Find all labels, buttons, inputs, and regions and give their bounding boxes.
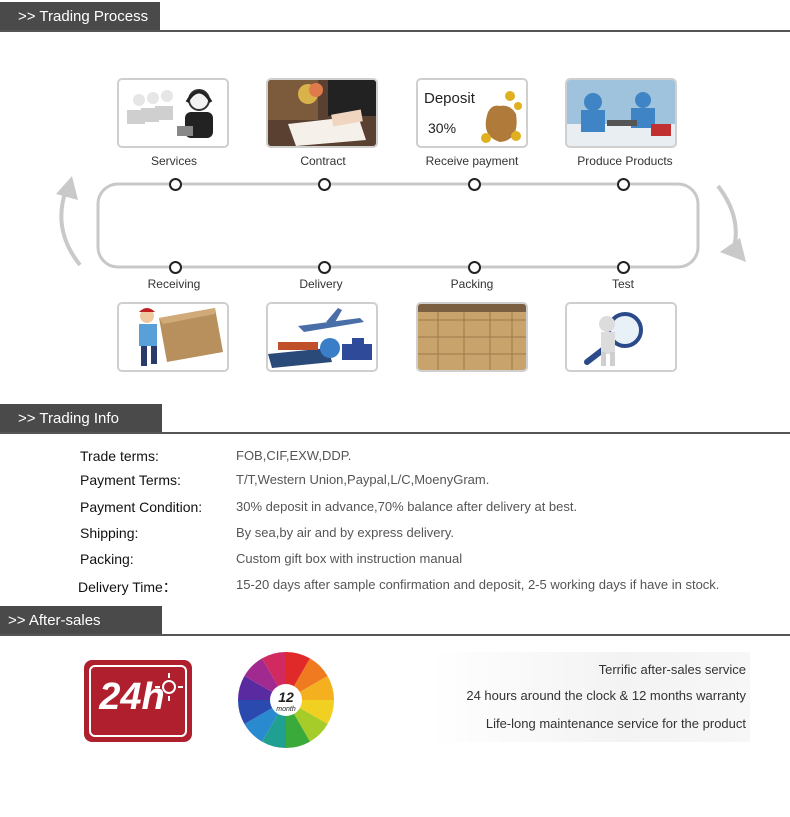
step-dot	[468, 178, 481, 191]
delivery-time-value: 15-20 days after sample confirmation and…	[236, 577, 720, 592]
deposit-percent: 30%	[428, 120, 457, 136]
services-card	[117, 78, 229, 148]
after-sales-header: >> After-sales Services	[0, 606, 790, 659]
section-title: >> Trading Info	[0, 404, 162, 434]
delivery-man-box-icon	[139, 308, 223, 366]
packing-card	[416, 302, 528, 372]
step-dot	[468, 261, 481, 274]
step-dot	[318, 178, 331, 191]
wheel-month: month	[276, 706, 296, 713]
12-month-calendar-wheel-icon: 12 month	[237, 652, 335, 748]
wheel-number: 12	[278, 689, 294, 705]
payment-condition-label: Payment Condition:	[80, 499, 203, 515]
contract-signing-icon	[268, 80, 376, 146]
plane-ship-truck-icon	[268, 308, 372, 368]
after-sales-text-panel	[430, 652, 750, 742]
trade-terms-label: Trade terms:	[80, 448, 159, 464]
after-sales-line-1: Terrific after-sales service	[598, 662, 746, 677]
after-sales-line-2: 24 hours around the clock & 12 months wa…	[466, 688, 746, 703]
packing-value: Custom gift box with instruction manual	[236, 551, 463, 566]
step-label-test: Test	[611, 277, 634, 291]
receiving-card	[117, 302, 229, 372]
packing-label: Packing:	[80, 551, 134, 567]
after-sales-line-3: Life-long maintenance service for the pr…	[485, 716, 746, 731]
stacked-cartons-icon	[418, 304, 526, 370]
left-cycle-arrow-icon	[59, 189, 82, 267]
shipping-value: By sea,by air and by express delivery.	[236, 525, 454, 540]
step-dot	[617, 178, 630, 191]
step-label-produce: Produce Products	[577, 154, 673, 168]
step-dot	[169, 261, 182, 274]
step-label-receiving: Receiving	[147, 277, 201, 291]
test-card	[565, 302, 677, 372]
step-dot	[169, 178, 182, 191]
sun-icon	[155, 673, 183, 701]
payment-terms-label: Payment Terms:	[80, 472, 181, 488]
divider	[0, 30, 790, 32]
trade-terms-value: FOB,CIF,EXW,DDP.	[236, 448, 352, 463]
call-center-icon	[127, 89, 213, 138]
factory-workers-icon	[567, 80, 675, 146]
step-label-receive-payment: Receive payment	[425, 154, 519, 168]
contract-card	[266, 78, 378, 148]
step-label-services: Services	[150, 154, 197, 168]
step-dot	[617, 261, 630, 274]
step-label-packing: Packing	[450, 277, 494, 291]
payment-condition-value: 30% deposit in advance,70% balance after…	[236, 499, 578, 514]
delivery-card	[266, 302, 378, 372]
payment-terms-value: T/T,Western Union,Paypal,L/C,MoenyGram.	[236, 472, 490, 487]
section-title: >> After-sales Services	[0, 606, 162, 659]
deposit-title: Deposit	[424, 90, 475, 107]
trading-process-header: >> Trading Process	[0, 2, 790, 32]
24h-badge: 24h	[84, 660, 192, 742]
step-label-delivery: Delivery	[299, 277, 343, 291]
step-label-contract: Contract	[300, 154, 346, 168]
section-title: >> Trading Process	[0, 2, 160, 32]
divider	[0, 634, 790, 636]
produce-card	[565, 78, 677, 148]
step-dot	[318, 261, 331, 274]
process-loop	[56, 176, 746, 269]
24h-text: 24h	[99, 676, 165, 718]
shipping-label: Shipping:	[80, 525, 139, 541]
trading-info-header: >> Trading Info	[0, 404, 790, 434]
delivery-time-label: Delivery Time：	[78, 579, 177, 595]
magnifier-inspect-icon	[584, 312, 643, 366]
divider	[0, 432, 790, 434]
payment-card: Deposit 30%	[416, 78, 528, 148]
deposit-money-icon	[481, 91, 522, 143]
